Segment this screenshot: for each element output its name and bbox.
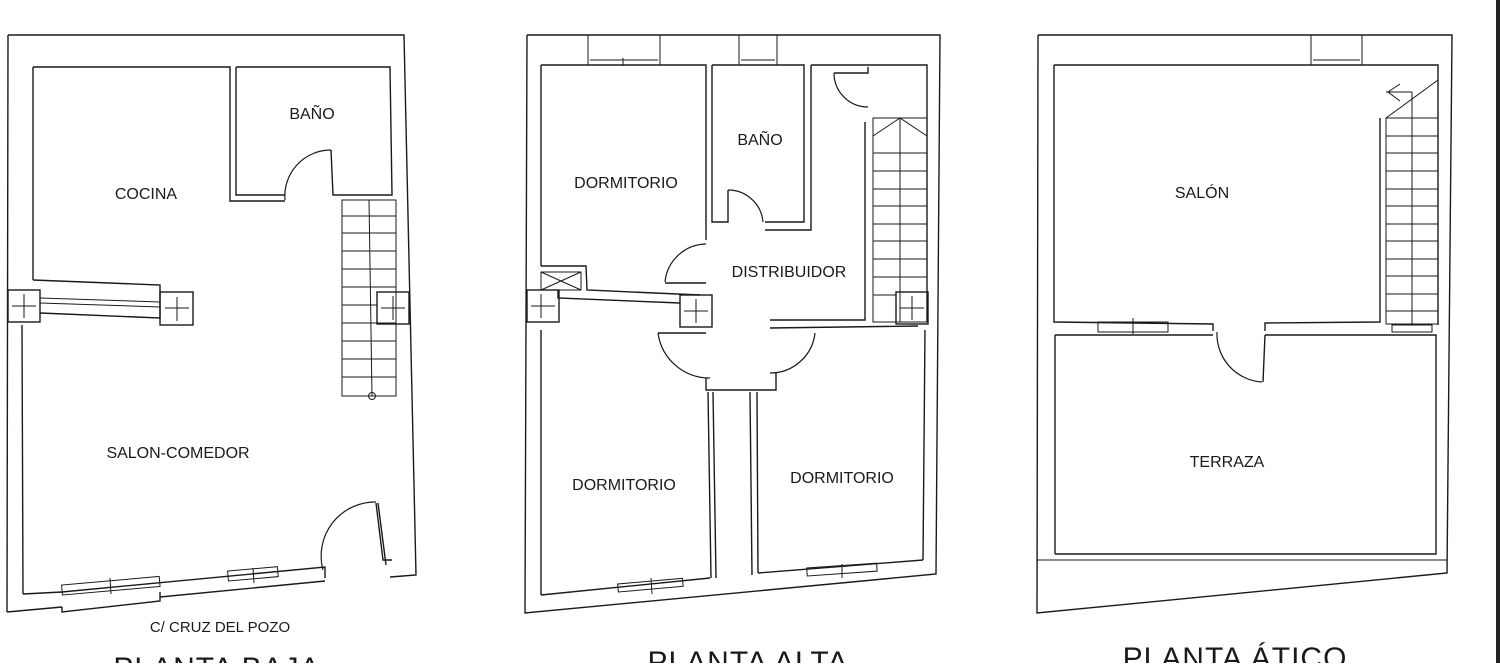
plan-title-planta-baja: PLANTA BAJA <box>113 652 320 663</box>
staircase <box>341 199 397 400</box>
room-label-salon: SALÓN <box>1175 183 1229 202</box>
plan-planta-atico: SALÓN TERRAZA PLANTA ÁTICO <box>1036 34 1453 668</box>
room-label-distribuidor: DISTRIBUIDOR <box>732 264 847 281</box>
room-label-bano: BAÑO <box>737 129 782 149</box>
room-label-dormitorio-1: DORMITORIO <box>574 175 678 192</box>
room-label-bano: BAÑO <box>289 103 334 123</box>
plan-title-planta-atico: PLANTA ÁTICO <box>1123 642 1348 663</box>
room-label-dormitorio-2: DORMITORIO <box>572 477 676 494</box>
plan-planta-baja: BAÑO COCINA SALON-COMEDOR C/ CRUZ DEL PO… <box>6 34 417 668</box>
room-label-terraza: TERRAZA <box>1190 454 1265 471</box>
staircase <box>811 64 928 323</box>
street-name-label: C/ CRUZ DEL POZO <box>150 619 290 636</box>
plan-title-planta-alta: PLANTA ALTA <box>647 646 848 663</box>
room-label-dormitorio-3: DORMITORIO <box>790 470 894 487</box>
plan-planta-alta: DORMITORIO BAÑO DISTRIBUIDOR DORMITORIO … <box>524 34 941 668</box>
arrow-icon <box>1387 83 1401 102</box>
window-edge-bar <box>1496 0 1500 663</box>
room-label-salon-comedor: SALON-COMEDOR <box>106 445 249 462</box>
room-label-cocina: COCINA <box>115 186 178 203</box>
staircase <box>1385 79 1439 325</box>
